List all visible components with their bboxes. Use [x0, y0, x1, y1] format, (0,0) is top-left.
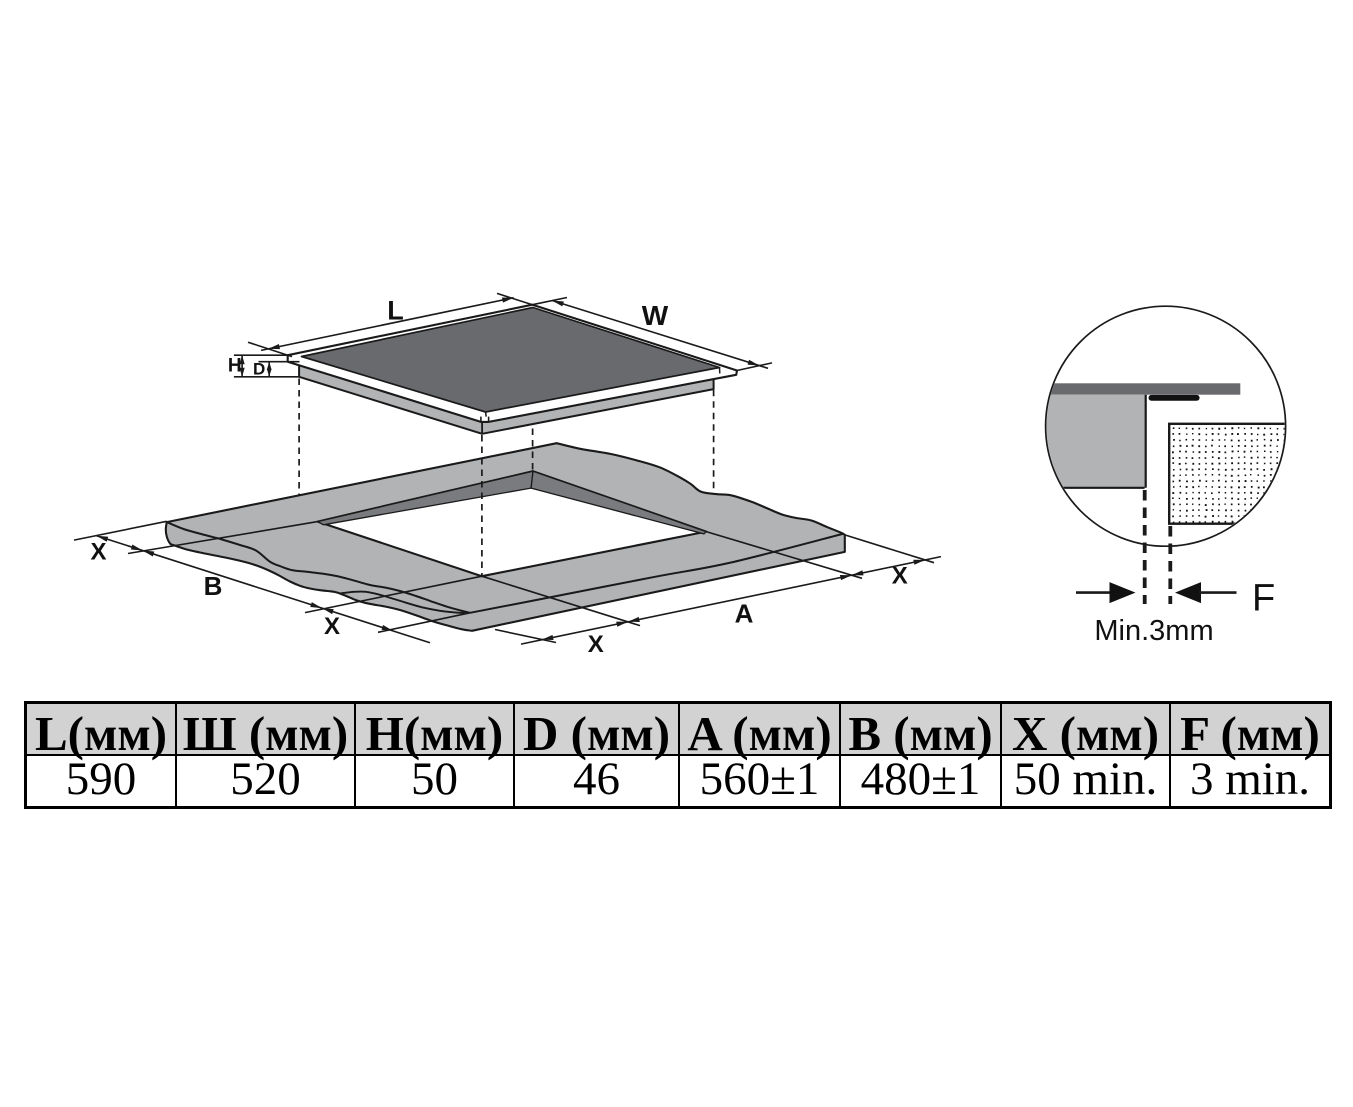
svg-text:X: X [892, 563, 908, 590]
svg-text:W: W [642, 300, 669, 331]
svg-text:H: H [228, 355, 242, 376]
svg-text:X: X [324, 613, 340, 640]
svg-text:X: X [90, 539, 106, 566]
svg-text:D: D [253, 359, 265, 378]
svg-text:A: A [735, 599, 754, 629]
svg-text:L: L [387, 296, 404, 326]
svg-text:F: F [1252, 578, 1275, 620]
svg-text:X: X [588, 631, 604, 658]
svg-text:Min.3mm: Min.3mm [1094, 615, 1213, 647]
svg-text:B: B [204, 571, 223, 601]
